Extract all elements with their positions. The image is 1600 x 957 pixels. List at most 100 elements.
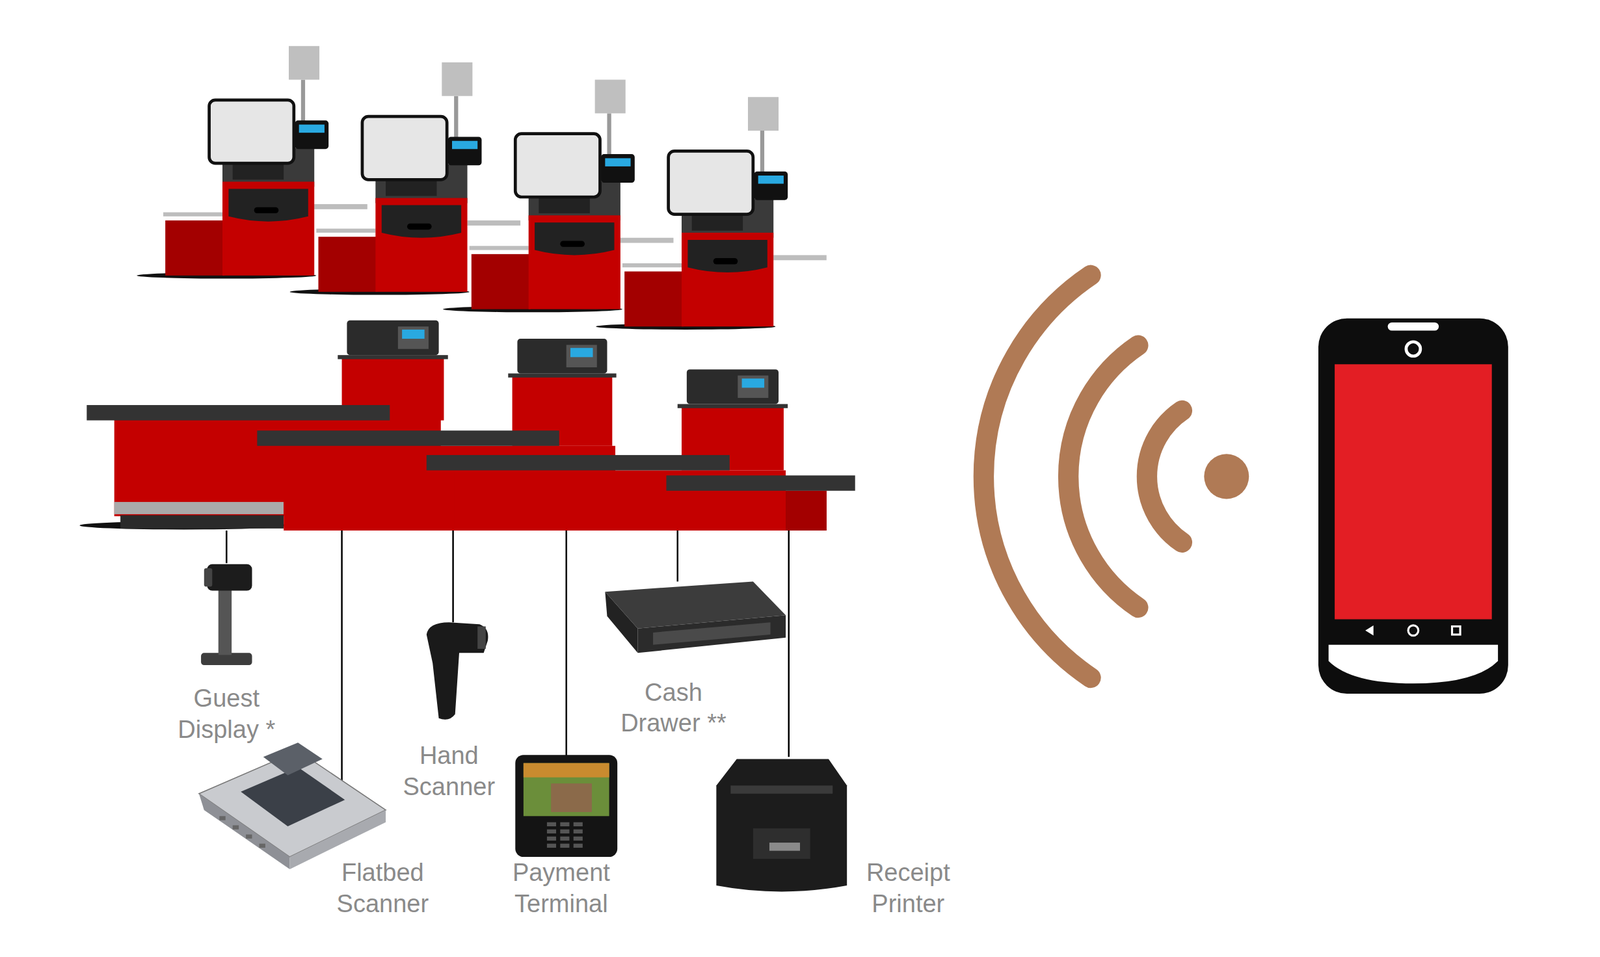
display-bracket [204, 568, 213, 587]
part-label: Receipt Printer [842, 857, 974, 920]
nav-home [1408, 625, 1419, 637]
part-label-text: Receipt Printer [842, 857, 974, 920]
scanner-tower [263, 742, 323, 776]
terminal-key [573, 829, 583, 834]
kiosk-slot [407, 223, 432, 230]
terminal-screen [523, 763, 610, 817]
terminal-key [546, 837, 557, 841]
pos-terminal [346, 320, 439, 356]
kiosk-body [681, 232, 774, 327]
lane-counter [426, 455, 730, 471]
wifi-arc [983, 275, 1091, 678]
terminal-screen-image [550, 783, 592, 813]
kiosk-monitor [209, 100, 294, 164]
kiosk-scanner-bay [381, 205, 462, 239]
scanner-port [219, 816, 226, 821]
register-top [677, 403, 788, 408]
kiosk-scanner-bay [228, 188, 308, 222]
side-shelf [773, 254, 827, 261]
display-pole [218, 589, 232, 655]
peripheral-wire [787, 530, 790, 758]
kiosk-body [222, 181, 315, 276]
lane-sign [441, 62, 473, 97]
scanner-body [426, 622, 489, 720]
lane-sign [288, 46, 320, 80]
wifi-arc [1146, 410, 1182, 543]
terminal-key [573, 822, 583, 827]
peripheral-wire [452, 530, 454, 623]
guest-display [200, 564, 252, 666]
mobile-device [1318, 318, 1509, 694]
phone-camera [1406, 342, 1421, 357]
bagging-block [471, 254, 531, 310]
lane-sign [595, 80, 626, 114]
scanner-port [258, 844, 265, 849]
printer-body [716, 759, 847, 892]
part-label: Payment Terminal [496, 857, 627, 920]
payment-pad [448, 136, 482, 166]
scanner-window [477, 626, 486, 650]
part-label: Flatbed Scanner [317, 857, 448, 920]
lane-sign [747, 96, 779, 131]
receipt-printer [716, 759, 847, 892]
terminal-key [560, 844, 570, 849]
part-label-text: Payment Terminal [496, 857, 627, 920]
pos-screen-frame [737, 375, 769, 399]
kiosk-scanner-bay [534, 222, 614, 255]
flatbed-scanner [199, 742, 386, 870]
lane-kickplate [114, 502, 284, 515]
payment-pad [753, 171, 788, 201]
kiosk-scanner-bay [687, 240, 767, 273]
drawer-side [604, 591, 638, 654]
pad-screen [452, 141, 478, 150]
terminal-key [560, 829, 570, 834]
pad-screen [758, 175, 784, 185]
kiosk-body [375, 198, 467, 293]
printer-slot [730, 785, 833, 795]
terminal-screen-band [523, 763, 610, 778]
kiosk-slot [254, 207, 280, 214]
cash-drawer [604, 581, 786, 654]
register-top [507, 373, 616, 378]
peripheral-wire [340, 530, 343, 807]
pos-terminal [686, 369, 779, 404]
pos-screen [401, 329, 425, 339]
bagging-block [318, 236, 378, 293]
bagging-shelf [163, 212, 223, 217]
part-label-text: Flatbed Scanner [317, 857, 448, 920]
side-shelf [314, 204, 368, 210]
scanner-port [232, 825, 239, 830]
peripheral-wire [565, 530, 568, 758]
drawer-front [638, 615, 786, 654]
nav-back [1365, 625, 1374, 637]
terminal-key [546, 844, 557, 849]
phone-chin [1328, 645, 1498, 685]
bagging-block [624, 271, 684, 328]
peripheral-wire [225, 530, 228, 564]
pos-terminal [517, 338, 607, 374]
phone-body [1318, 318, 1509, 694]
self-checkout-kiosk [595, 96, 827, 330]
side-shelf [467, 220, 521, 226]
bagging-block [165, 220, 225, 276]
terminal-key [560, 837, 570, 841]
terminal-key [573, 844, 583, 849]
staffed-lanes [79, 320, 855, 531]
pad-screen [299, 124, 325, 134]
kiosk-slot [560, 240, 585, 247]
nav-recent [1452, 626, 1461, 635]
kiosk-slot [713, 258, 739, 265]
scanner-port [245, 835, 252, 840]
kiosk-monitor [668, 150, 754, 214]
display-head [206, 564, 252, 592]
terminal-key [560, 822, 570, 827]
bagging-shelf [469, 245, 529, 250]
printer-door [753, 828, 811, 860]
side-shelf [620, 238, 674, 244]
lane-counter [256, 430, 559, 447]
part-label: Hand Scanner [383, 740, 514, 803]
kiosk-body [528, 215, 621, 309]
part-label: Guest Display * [161, 683, 292, 746]
